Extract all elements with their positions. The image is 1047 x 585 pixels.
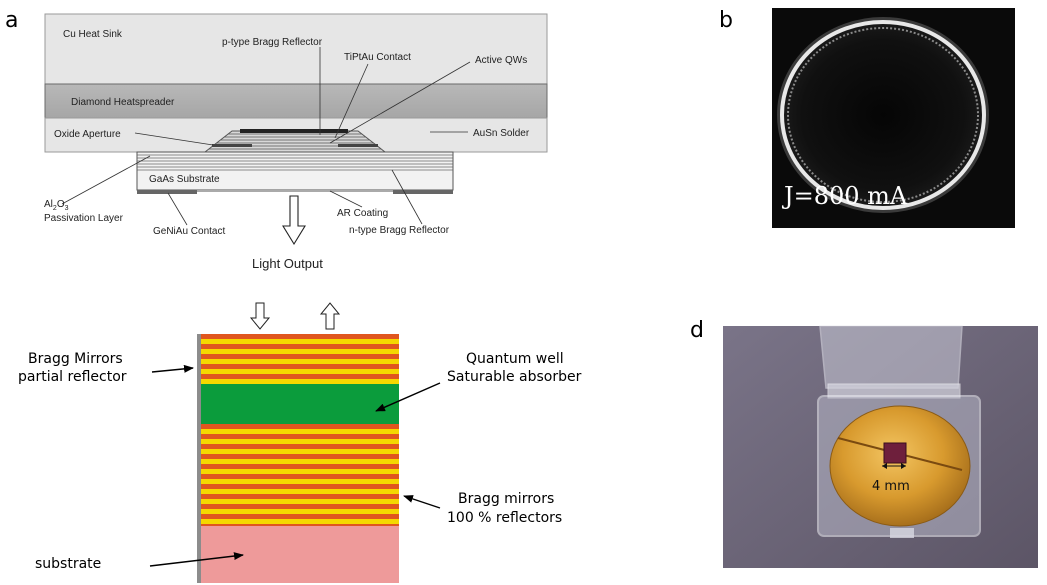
label-qw-2: Saturable absorber bbox=[447, 369, 582, 385]
oxide-aperture-left bbox=[212, 144, 252, 147]
oxide-aperture-right bbox=[338, 144, 378, 147]
bragg-partial-stripe bbox=[201, 379, 399, 384]
panel-label-b: b bbox=[719, 8, 733, 33]
bragg-full-stripe bbox=[201, 504, 399, 509]
light-output-arrow bbox=[282, 195, 306, 246]
label-bragg-full-2: 100 % reflectors bbox=[447, 510, 562, 526]
box-lid bbox=[819, 325, 963, 389]
bragg-full-stripe bbox=[201, 439, 399, 444]
bragg-full-stripe bbox=[201, 499, 399, 504]
bragg-full-stripe bbox=[201, 469, 399, 474]
label-ar-coating: AR Coating bbox=[337, 208, 388, 219]
emission-ring bbox=[780, 20, 986, 210]
bragg-full-stripe bbox=[201, 474, 399, 479]
label-active-qws: Active QWs bbox=[475, 55, 527, 66]
photo-b-label: J=800 mA bbox=[781, 182, 908, 210]
n-bragg-layers bbox=[137, 154, 453, 171]
vcsel-cross-section: Cu Heat Sink p-type Bragg Reflector TiPt… bbox=[44, 13, 548, 271]
photo-d-label: 4 mm bbox=[872, 479, 910, 494]
leader-lines bbox=[61, 47, 471, 226]
label-tiptau-contact: TiPtAu Contact bbox=[344, 52, 411, 63]
stack-side-bar bbox=[197, 334, 201, 583]
sample-chip bbox=[883, 442, 907, 464]
scale-arrow-head-right bbox=[901, 463, 906, 469]
bragg-full-stripe bbox=[201, 444, 399, 449]
sesam-stack: Bragg Mirrors partial reflector Quantum … bbox=[18, 302, 582, 583]
diamond-layer bbox=[44, 83, 548, 119]
bragg-full-stripe bbox=[201, 479, 399, 484]
pointer-arrows bbox=[149, 364, 441, 567]
bragg-partial-stripe bbox=[201, 369, 399, 374]
label-oxide-aperture: Oxide Aperture bbox=[54, 129, 121, 140]
bragg-full-stripe bbox=[201, 519, 399, 524]
label-qw-1: Quantum well bbox=[466, 351, 564, 367]
bragg-full-stripe bbox=[201, 509, 399, 514]
bragg-partial-stripe bbox=[201, 334, 399, 339]
label-bragg-full-1: Bragg mirrors bbox=[458, 491, 554, 507]
label-bragg-partial-2: partial reflector bbox=[18, 369, 127, 385]
cu-heat-sink-layer bbox=[44, 13, 548, 85]
emission-ring-inner bbox=[787, 27, 979, 203]
bragg-partial-stripe bbox=[201, 359, 399, 364]
bragg-full-stripe bbox=[201, 464, 399, 469]
bragg-full-stripe bbox=[201, 454, 399, 459]
reflected-arrow-up bbox=[319, 302, 341, 330]
label-substrate: substrate bbox=[35, 556, 101, 572]
bragg-full-stripe bbox=[201, 459, 399, 464]
panel-label-a: a bbox=[5, 8, 18, 33]
label-cu-heat-sink: Cu Heat Sink bbox=[63, 29, 123, 40]
bragg-full-stripe bbox=[201, 524, 399, 526]
bragg-partial-stripe bbox=[201, 374, 399, 379]
label-al2o3: Al2O3 bbox=[44, 199, 69, 212]
label-bragg-partial-1: Bragg Mirrors bbox=[28, 351, 123, 367]
bragg-full-stripe bbox=[201, 514, 399, 519]
incident-arrow-down bbox=[249, 302, 271, 330]
bragg-full-stripe bbox=[201, 429, 399, 434]
bragg-full-stripe bbox=[201, 489, 399, 494]
label-n-bragg: n-type Bragg Reflector bbox=[349, 225, 450, 236]
label-ausn-solder: AuSn Solder bbox=[473, 128, 530, 139]
label-gaas-substrate: GaAs Substrate bbox=[149, 174, 220, 185]
bragg-full-stripe bbox=[201, 494, 399, 499]
bragg-partial-stripe bbox=[201, 339, 399, 344]
bragg-full-stripe bbox=[201, 449, 399, 454]
bragg-partial-stripe bbox=[201, 349, 399, 354]
bragg-full-stripe bbox=[201, 424, 399, 429]
label-diamond: Diamond Heatspreader bbox=[71, 97, 175, 108]
ar-coating-bar bbox=[197, 190, 393, 192]
label-geniau-contact: GeNiAu Contact bbox=[153, 226, 225, 237]
bragg-full-stripes bbox=[201, 424, 399, 526]
bragg-full-stripe bbox=[201, 434, 399, 439]
geniau-contact-right bbox=[393, 190, 453, 194]
tiptau-contact-bar bbox=[240, 129, 348, 133]
photo-d-sample: 4 mm bbox=[723, 325, 1038, 568]
box-clip bbox=[890, 528, 914, 538]
label-light-output: Light Output bbox=[252, 256, 323, 271]
geniau-contact-left bbox=[137, 190, 197, 194]
bragg-partial-stripe bbox=[201, 354, 399, 359]
label-p-bragg: p-type Bragg Reflector bbox=[222, 37, 323, 48]
quantum-well-layer bbox=[201, 384, 399, 424]
bragg-partial-stripe bbox=[201, 364, 399, 369]
bragg-partial-stripes bbox=[201, 334, 399, 384]
substrate-layer bbox=[201, 526, 399, 583]
label-passivation: Passivation Layer bbox=[44, 213, 124, 224]
photo-b-emission: J=800 mA bbox=[772, 8, 1015, 228]
bragg-partial-stripe bbox=[201, 344, 399, 349]
bragg-full-stripe bbox=[201, 484, 399, 489]
panel-label-d: d bbox=[690, 318, 704, 343]
scale-arrow-head-left bbox=[882, 463, 887, 469]
